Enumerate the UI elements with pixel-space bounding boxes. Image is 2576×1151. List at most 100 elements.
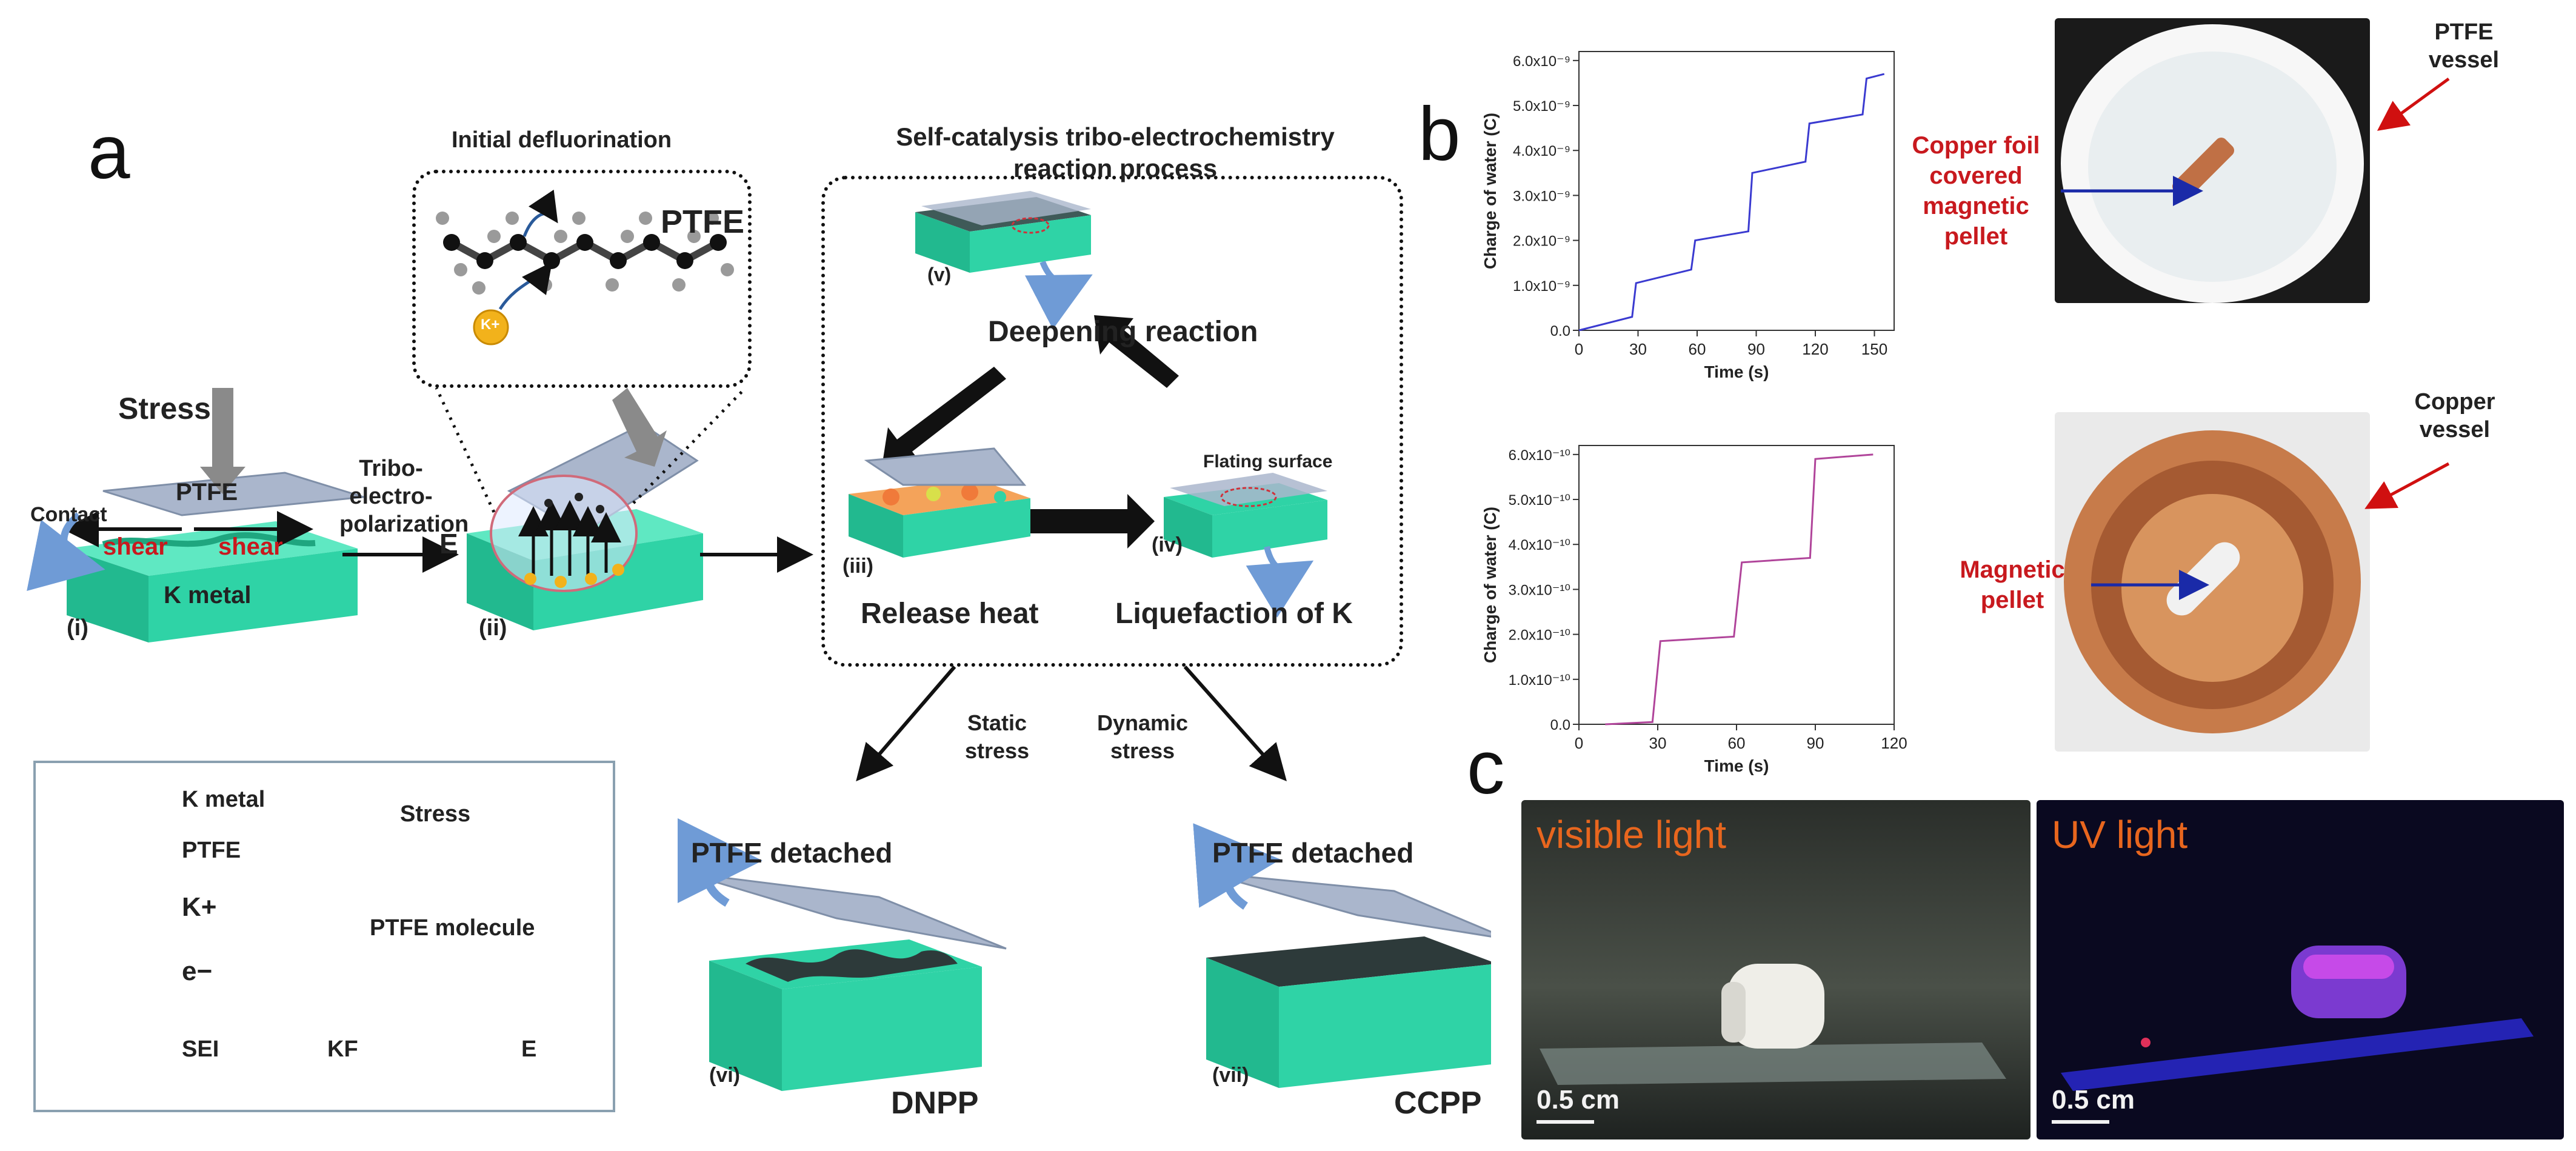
y-tick-label: 3.0x10⁻⁹ [1513,188,1570,204]
reaction-zone-ii [490,475,638,592]
scale-bar-right-label: 0.5 cm [2052,1085,2135,1115]
ptfe-vessel-photo [2055,18,2370,303]
k-metal-block-i [67,521,358,642]
x-tick-label: 90 [1807,734,1824,752]
dnpp-label: DNPP [891,1086,979,1121]
step-v-label: (v) [927,264,952,285]
x-tick-label: 120 [1802,340,1828,358]
panel-label-b: b [1418,92,1461,176]
field-e-label: E [439,528,458,559]
self-catalysis-box [821,176,1403,667]
x-tick-label: 0 [1575,340,1583,358]
visible-light-label: visible light [1537,813,1727,856]
k-metal-block-v [915,191,1091,273]
cycle-arrows [882,315,1179,549]
ptfe-molecule-zoom [436,189,734,345]
x-tick-label: 60 [1728,734,1746,752]
shear-left-label: shear [103,533,168,560]
scale-bar-left-label: 0.5 cm [1537,1085,1620,1115]
y-tick-label: 6.0x10⁻⁹ [1513,53,1570,70]
step-i-label: (i) [67,615,88,641]
visible-light-image [1540,964,2006,1085]
copper-vessel-image [2064,430,2361,733]
release-heat-label: Release heat [861,598,1039,630]
x-tick-label: 60 [1689,340,1706,358]
shear-right-label: shear [218,533,283,560]
y-tick-label: 0.0 [1550,323,1570,339]
y-axis-label: Charge of water (C) [1481,507,1500,663]
liquefaction-label: Liquefaction of K [1115,598,1353,630]
k-metal-block-iv [1164,473,1327,558]
y-tick-label: 5.0x10⁻⁹ [1513,98,1570,115]
panel-label-c: c [1467,726,1505,810]
photo-pointer-arrows [2061,77,2450,600]
step-iv-label: (iv) [1152,533,1183,556]
mechanism-diagram [27,189,1491,1091]
ptfe-detached-vi [684,872,1007,950]
ccpp-label: CCPP [1394,1086,1482,1121]
series-line [1578,73,1885,332]
visible-light-photo: visible light 0.5 cm [1521,800,2030,1139]
x-tick-label: 30 [1649,734,1667,752]
y-tick-label: 4.0x10⁻⁹ [1513,143,1570,159]
series-line [1605,453,1874,726]
uv-light-label: UV light [2052,813,2188,856]
ptfe-molecule-label: PTFE [661,204,745,240]
k-metal-block-vi [709,939,982,1091]
ptfe-detached-vii [1206,872,1491,938]
k-ions-ii [524,493,624,588]
y-tick-label: 6.0x10⁻¹⁰ [1509,447,1570,464]
y-tick-label: 1.0x10⁻¹⁰ [1509,672,1570,689]
stress-arrow-ii [612,388,667,467]
legend-kf: KF [327,1036,358,1062]
y-tick-label: 1.0x10⁻⁹ [1513,278,1570,295]
legend-e-field: E [521,1036,537,1062]
y-tick-label: 3.0x10⁻¹⁰ [1509,582,1570,598]
panel-label-a: a [88,110,130,195]
field-arrows-ii [518,500,621,576]
x-tick-label: 150 [1861,340,1887,358]
x-tick-label: 90 [1747,340,1765,358]
y-tick-label: 4.0x10⁻¹⁰ [1509,537,1570,553]
step-vi-label: (vi) [709,1064,740,1087]
k-metal-label: K metal [164,582,252,609]
x-tick-label: 30 [1629,340,1647,358]
x-tick-label: 0 [1575,734,1583,752]
k-ion-label: K+ [481,316,500,333]
copper-vessel-photo [2055,412,2370,752]
deepening-reaction-label: Deepening reaction [988,316,1258,348]
initial-defluorination-title: Initial defluorination [452,127,672,153]
legend-sei: SEI [182,1036,219,1062]
uv-light-image [2061,946,2534,1091]
ptfe-detached-left-label: PTFE detached [691,837,893,869]
flating-surface-label: Flating surface [1203,452,1333,472]
step-ii-label: (ii) [479,615,507,641]
x-tick-label: 120 [1881,734,1907,752]
legend-ptfe-molecule: PTFE molecule [370,915,535,941]
plot-frame [1578,51,1895,331]
plot-frame [1578,445,1895,725]
stress-label: Stress [118,392,211,425]
legend-box [33,761,615,1112]
legend-ptfe: PTFE [182,838,241,863]
uv-light-photo: UV light 0.5 cm [2037,800,2564,1139]
ptfe-label-i: PTFE [176,479,238,505]
contact-label: Contact [30,503,107,526]
scale-bar-right [2052,1120,2109,1124]
ptfe-vessel-image [2061,24,2364,303]
stress-arrow-i [200,388,245,494]
ptfe-detached-right-label: PTFE detached [1212,837,1414,869]
x-axis-label: Time (s) [1704,756,1769,775]
legend-k-metal: K metal [182,787,265,812]
legend-stress: Stress [400,801,471,827]
k-metal-block-vii [1206,936,1491,1088]
